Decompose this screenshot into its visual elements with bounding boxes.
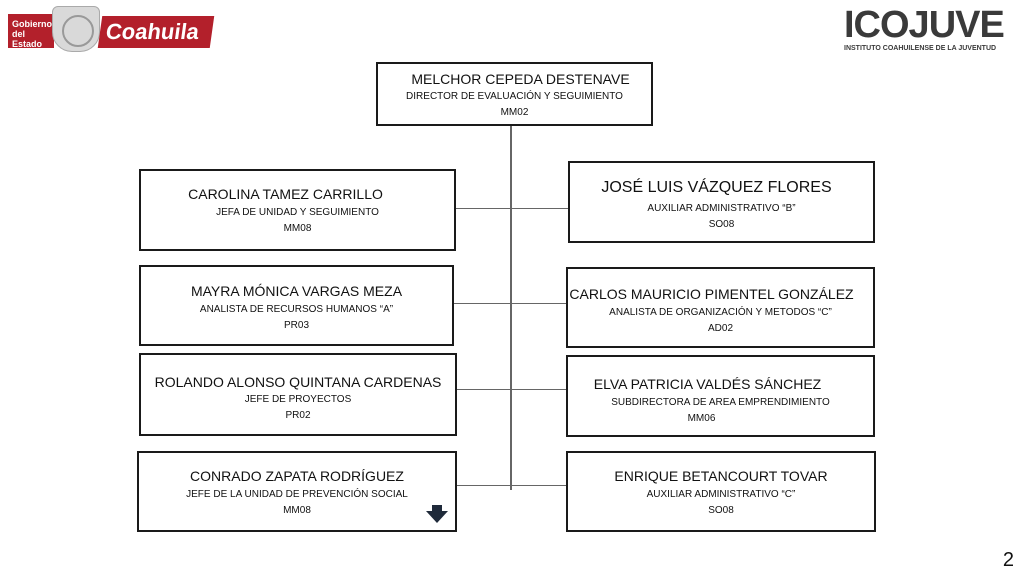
director-position: DIRECTOR DE EVALUACIÓN Y SEGUIMIENTO bbox=[406, 91, 623, 102]
icojuve-subtitle: INSTITUTO COAHUILENSE DE LA JUVENTUD bbox=[844, 45, 997, 52]
employee-position: JEFA DE UNIDAD Y SEGUIMIENTO bbox=[216, 207, 379, 218]
org-box-left-3: ROLANDO ALONSO QUINTANA CARDENAS JEFE DE… bbox=[139, 353, 457, 436]
employee-code: PR02 bbox=[285, 410, 311, 421]
employee-code: AD02 bbox=[707, 323, 733, 334]
employee-position: ANALISTA DE RECURSOS HUMANOS “A” bbox=[199, 304, 394, 315]
employee-code: MM06 bbox=[687, 413, 716, 424]
trunk-line bbox=[510, 124, 512, 490]
employee-name: ROLANDO ALONSO QUINTANA CARDENAS bbox=[154, 374, 442, 390]
org-box-right-3: ELVA PATRICIA VALDÉS SÁNCHEZ SUBDIRECTOR… bbox=[566, 355, 875, 437]
connector-line bbox=[455, 208, 569, 209]
employee-position: SUBDIRECTORA DE AREA EMPRENDIMIENTO bbox=[611, 397, 830, 408]
org-box-left-2: MAYRA MÓNICA VARGAS MEZA ANALISTA DE REC… bbox=[139, 265, 454, 346]
gobierno-badge: Gobierno del Estado bbox=[8, 14, 54, 49]
employee-code: MM08 bbox=[283, 505, 311, 516]
employee-name: CONRADO ZAPATA RODRÍGUEZ bbox=[190, 468, 404, 484]
director-code: MM02 bbox=[500, 107, 529, 118]
page-number: 2 bbox=[1002, 549, 1014, 571]
org-box-right-4: ENRIQUE BETANCOURT TOVAR AUXILIAR ADMINI… bbox=[566, 451, 876, 532]
arrow-down-icon[interactable] bbox=[426, 505, 448, 523]
connector-line bbox=[452, 303, 568, 304]
employee-code: SO08 bbox=[708, 219, 735, 230]
employee-code: PR03 bbox=[283, 320, 309, 331]
director-name: MELCHOR CEPEDA DESTENAVE bbox=[411, 71, 630, 87]
state-seal-icon bbox=[52, 6, 100, 52]
org-box-left-4: CONRADO ZAPATA RODRÍGUEZ JEFE DE LA UNID… bbox=[137, 451, 457, 532]
org-box-right-1: JOSÉ LUIS VÁZQUEZ FLORES AUXILIAR ADMINI… bbox=[568, 161, 875, 243]
org-box-right-2: CARLOS MAURICIO PIMENTEL GONZÁLEZ ANALIS… bbox=[566, 267, 875, 348]
employee-position: ANALISTA DE ORGANIZACIÓN Y METODOS “C” bbox=[609, 307, 832, 318]
director-box: MELCHOR CEPEDA DESTENAVE DIRECTOR DE EVA… bbox=[376, 62, 653, 126]
employee-code: MM08 bbox=[283, 223, 312, 234]
employee-position: AUXILIAR ADMINISTRATIVO “C” bbox=[646, 489, 796, 500]
gobierno-coahuila-logo: Gobierno del Estado Coahuila bbox=[8, 6, 215, 52]
employee-name: ELVA PATRICIA VALDÉS SÁNCHEZ bbox=[593, 376, 822, 392]
employee-name: MAYRA MÓNICA VARGAS MEZA bbox=[190, 283, 403, 299]
employee-position: JEFE DE LA UNIDAD DE PREVENCIÓN SOCIAL bbox=[186, 489, 408, 500]
employee-code: SO08 bbox=[708, 505, 734, 516]
employee-position: AUXILIAR ADMINISTRATIVO “B” bbox=[647, 203, 796, 214]
icojuve-wordmark: ICOJUVE bbox=[844, 4, 1005, 46]
employee-name: JOSÉ LUIS VÁZQUEZ FLORES bbox=[601, 179, 832, 196]
org-box-left-1: CAROLINA TAMEZ CARRILLO JEFA DE UNIDAD Y… bbox=[139, 169, 456, 251]
icojuve-logo: ICOJUVE INSTITUTO COAHUILENSE DE LA JUVE… bbox=[844, 6, 1014, 52]
connector-line bbox=[456, 485, 568, 486]
connector-line bbox=[456, 389, 568, 390]
employee-position: JEFE DE PROYECTOS bbox=[244, 394, 352, 405]
coahuila-badge: Coahuila bbox=[97, 16, 215, 48]
employee-name: CAROLINA TAMEZ CARRILLO bbox=[188, 186, 383, 202]
employee-name: ENRIQUE BETANCOURT TOVAR bbox=[614, 468, 828, 484]
employee-name: CARLOS MAURICIO PIMENTEL GONZÁLEZ bbox=[569, 286, 854, 302]
